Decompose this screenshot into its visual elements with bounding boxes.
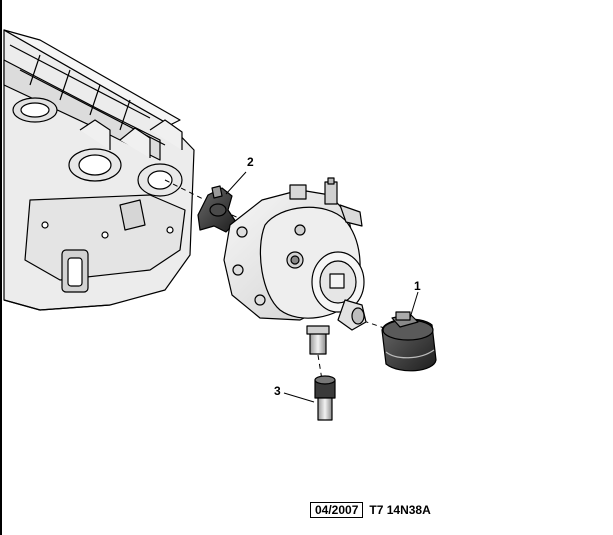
engine-block xyxy=(3,29,195,311)
fitting-part-3 xyxy=(314,375,336,421)
diagram-footer: 04/2007 T7 14N38A xyxy=(310,502,431,518)
leader-lines xyxy=(225,171,419,403)
callout-2: 2 xyxy=(247,155,254,169)
high-pressure-pump xyxy=(223,177,367,355)
callout-3: 3 xyxy=(274,384,281,398)
left-border-rule xyxy=(0,0,2,535)
footer-reference: T7 14N38A xyxy=(369,503,431,517)
callout-1: 1 xyxy=(414,279,421,293)
footer-date: 04/2007 xyxy=(310,502,364,518)
actuator-part-1 xyxy=(381,311,437,372)
